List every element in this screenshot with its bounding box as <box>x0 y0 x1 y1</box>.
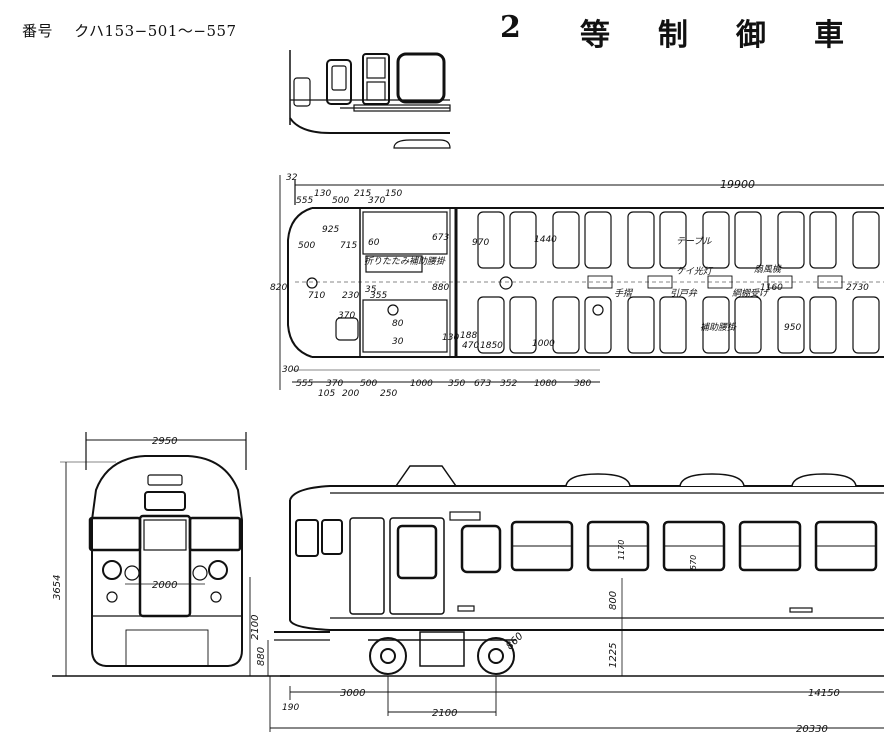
plan-int-dim-4: 60 <box>368 238 380 248</box>
front-dimensions: 2950 3654 2000 2100 880 <box>52 436 267 666</box>
plan-end-offset: 32 <box>286 173 298 183</box>
plan-top-dim-3: 215 <box>354 189 371 199</box>
title-char-2: 等 <box>580 18 610 53</box>
plan-int-dim-13: 880 <box>432 283 449 293</box>
plan-int-dim-2: 500 <box>298 241 315 251</box>
side-window-dim-1: 1170 <box>617 540 626 560</box>
model-range: クハ153−501〜−557 <box>74 22 237 40</box>
side-view <box>274 465 884 677</box>
plan-overall-length: 19900 <box>720 178 755 191</box>
side-window-dim-2: 570 <box>689 555 698 570</box>
plan-int-dim-3: 715 <box>340 241 357 251</box>
plan-bottom-dim-2: 370 <box>326 379 343 389</box>
plan-int-dim-17: 1440 <box>534 235 557 245</box>
floor-plan <box>279 175 884 390</box>
side-bogie-wheelbase: 2100 <box>432 708 457 719</box>
room-label-7: 網棚受け <box>732 288 769 299</box>
plan-int-dim-15: 188 <box>460 331 477 341</box>
plan-bottom-dim-9: 380 <box>574 379 591 389</box>
plan-bottom-dim-6: 673 <box>474 379 491 389</box>
plan-int-dim-14: 130 <box>442 333 459 343</box>
side-floor-height: 1225 <box>608 643 619 668</box>
plan-bottom-dim-8: 1080 <box>534 379 557 389</box>
room-label-3: ケイ光灯 <box>676 266 714 277</box>
room-label-4: 扇風機 <box>754 264 782 275</box>
front-rail-floor: 2100 <box>250 615 261 640</box>
plan-int-dim-18: 970 <box>472 238 489 248</box>
plan-int-dim-9: 370 <box>338 311 355 321</box>
cab-top-view <box>289 50 451 149</box>
side-window-height: 800 <box>608 591 619 610</box>
plan-bottom-dim-11: 200 <box>342 389 359 399</box>
plan-dimensions: 19900 32 130 500 215 150 555 370 555 370… <box>270 173 869 399</box>
plan-int-dim-16: 470 <box>462 341 479 351</box>
side-length-overall: 20330 <box>796 724 828 735</box>
side-end-overhang: 190 <box>282 703 299 713</box>
side-wheel-dia: 860 <box>504 631 525 652</box>
plan-bottom-dim-1: 555 <box>296 379 313 389</box>
room-label-2: テーブル <box>676 236 712 247</box>
room-label-1: 折りたたみ補助腰掛 <box>364 256 446 267</box>
plan-int-dim-8: 35 <box>365 285 377 295</box>
plan-int-dim-7: 355 <box>370 291 387 301</box>
title-char-1: 2 <box>500 10 521 45</box>
title-char-4: 御 <box>736 18 766 53</box>
front-height: 3654 <box>52 575 63 600</box>
room-label-6: 引戸弁 <box>670 288 698 299</box>
plan-top-dim-2: 500 <box>332 196 349 206</box>
title-char-3: 制 <box>658 18 688 53</box>
plan-top-dim-4: 150 <box>385 189 402 199</box>
plan-int-dim-23: 950 <box>784 323 801 333</box>
plan-int-dim-1: 925 <box>322 225 339 235</box>
side-dimension-lines <box>269 676 884 732</box>
front-view <box>52 432 290 677</box>
plan-int-dim-20: 1000 <box>532 339 555 349</box>
plan-int-dim-11: 30 <box>392 337 404 347</box>
room-label-5: 手摺 <box>614 288 634 299</box>
plan-int-dim-21: 2730 <box>846 283 869 293</box>
car-number-heading: 番号 クハ153−501〜−557 <box>22 20 237 41</box>
plan-int-dim-22: 1160 <box>760 283 783 293</box>
side-truck-center: 14150 <box>808 688 840 699</box>
plan-int-dim-5: 710 <box>308 291 325 301</box>
plan-left-dim-1: 820 <box>270 283 287 293</box>
title-char-5: 車 <box>814 18 844 53</box>
plan-left-dim-2: 300 <box>282 365 299 375</box>
front-width: 2950 <box>152 436 177 447</box>
front-inner-width: 2000 <box>152 580 177 591</box>
plan-bottom-dim-5: 350 <box>448 379 465 389</box>
plan-int-dim-19: 1850 <box>480 341 503 351</box>
plan-top-dim-5: 555 <box>296 196 313 206</box>
plan-top-dim-6: 370 <box>368 196 385 206</box>
plan-int-dim-10: 80 <box>392 319 404 329</box>
plan-bottom-dim-10: 105 <box>318 389 335 399</box>
room-label-8: 補助腰掛 <box>700 322 737 333</box>
plan-top-dim-1: 130 <box>314 189 331 199</box>
number-label: 番号 <box>22 22 54 40</box>
plan-bottom-dim-3: 500 <box>360 379 377 389</box>
plan-int-dim-6: 230 <box>342 291 359 301</box>
plan-bottom-dim-7: 352 <box>500 379 517 389</box>
side-bogie-center: 3000 <box>340 688 365 699</box>
plan-int-dim-12: 673 <box>432 233 449 243</box>
plan-bottom-dim-12: 250 <box>380 389 397 399</box>
plan-bottom-dim-4: 1000 <box>410 379 433 389</box>
front-floor-rail: 880 <box>256 647 267 666</box>
